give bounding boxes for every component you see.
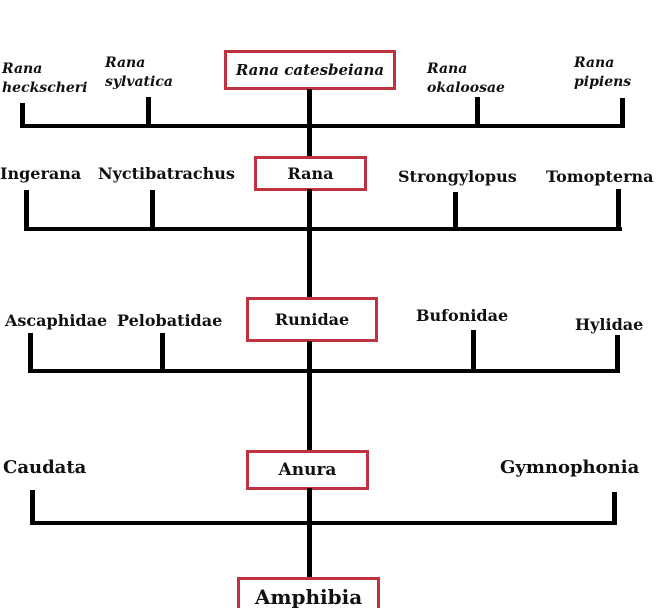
taxon-box-amphibia: Amphibia — [237, 577, 380, 608]
label-pelobatidae: Pelobatidae — [117, 311, 223, 330]
label-gymnophonia: Gymnophonia — [500, 457, 640, 478]
taxon-box-label: Amphibia — [254, 585, 363, 608]
taxon-box-anura: Anura — [246, 450, 369, 490]
label-rana-okaloosae: Rana okaloosae — [427, 61, 505, 96]
bracket-level2-tick-strongylopus — [453, 192, 458, 231]
bracket-level4-end-left — [30, 490, 35, 525]
bracket-level3-tick-pelobatidae — [160, 333, 165, 373]
bracket-level1-tick-sylvatica — [146, 97, 151, 128]
label-rana-pipiens: Rana pipiens — [574, 55, 632, 90]
bracket-level3-end-left — [28, 333, 33, 373]
taxon-box-rana-catesbeiana: Rana catesbeiana — [224, 50, 396, 90]
bracket-level2-tick-nyctibatrachus — [150, 190, 155, 231]
label-strongylopus: Strongylopus — [398, 167, 517, 186]
label-bufonidae: Bufonidae — [416, 306, 509, 325]
taxon-box-label: Rana catesbeiana — [235, 61, 385, 79]
label-ascaphidae: Ascaphidae — [5, 311, 108, 330]
connector-order-to-class — [307, 488, 312, 579]
bracket-level4-end-right — [612, 492, 617, 525]
label-ingerana: Ingerana — [0, 164, 82, 183]
taxon-box-label: Runidae — [274, 310, 350, 329]
label-nyctibatrachus: Nyctibatrachus — [98, 164, 235, 183]
bracket-level2-end-right — [616, 189, 621, 231]
taxon-box-label: Rana — [287, 164, 334, 183]
taxon-box-runidae: Runidae — [246, 297, 378, 342]
taxon-box-rana: Rana — [254, 156, 367, 191]
label-rana-sylvatica: Rana sylvatica — [105, 55, 173, 90]
connector-genus-to-family — [307, 189, 312, 299]
bracket-level3-line — [28, 369, 620, 373]
connector-family-to-order — [307, 341, 312, 452]
bracket-level2-end-left — [24, 190, 29, 231]
bracket-level1-end-right — [620, 98, 625, 128]
label-rana-heckscheri: Rana heckscheri — [2, 61, 88, 96]
bracket-level1-end-left — [20, 103, 25, 128]
connector-species-to-genus — [307, 89, 312, 158]
bracket-level1-tick-okaloosae — [475, 97, 480, 128]
bracket-level4-line — [30, 521, 617, 525]
bracket-level3-end-right — [615, 335, 620, 373]
bracket-level2-line — [24, 227, 622, 231]
bracket-level3-tick-bufonidae — [471, 330, 476, 373]
taxon-box-label: Anura — [278, 460, 337, 480]
label-hylidae: Hylidae — [575, 315, 644, 334]
bracket-level1-line — [20, 124, 625, 128]
label-tomopterna: Tomopterna — [546, 167, 654, 186]
label-caudata: Caudata — [3, 457, 87, 478]
